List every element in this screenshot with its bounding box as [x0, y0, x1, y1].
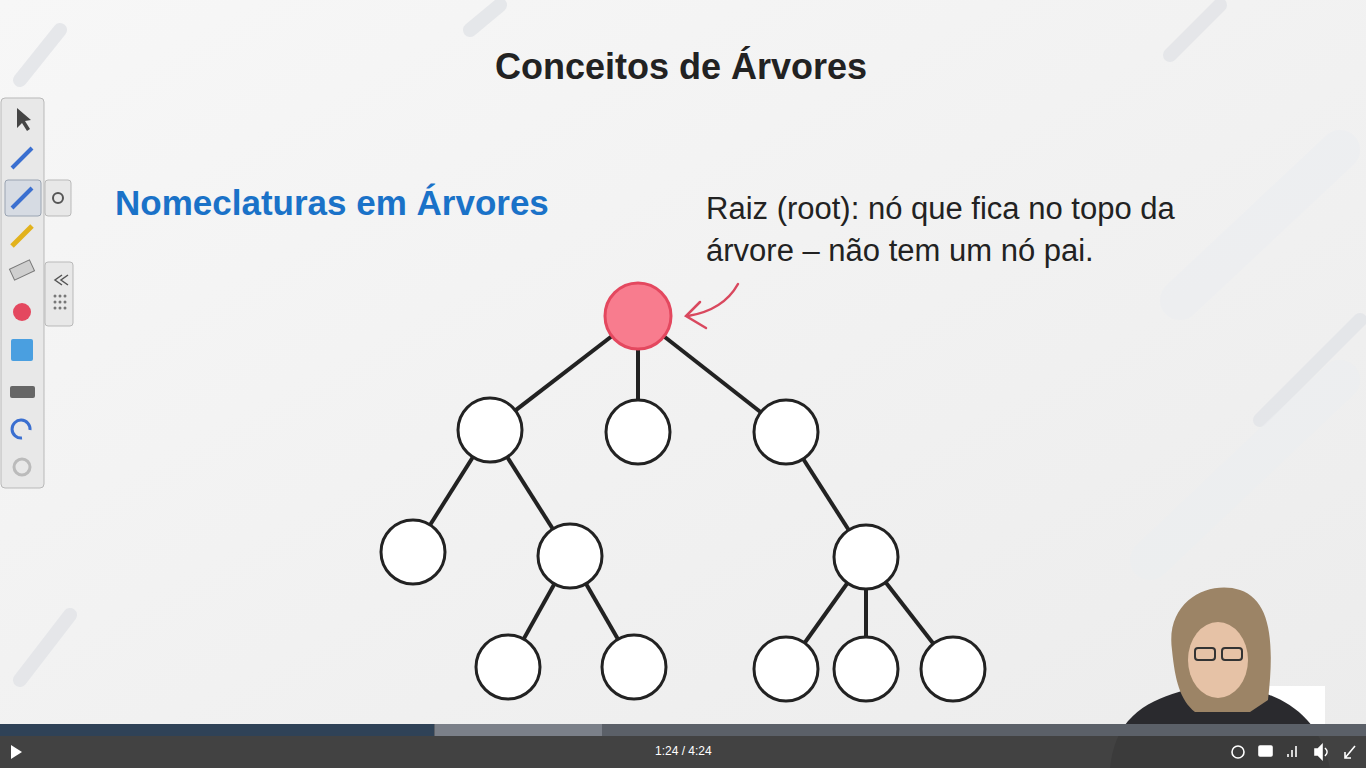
progress-buffer: [435, 724, 602, 736]
definition-note: Raiz (root): nó que fica no topo da árvo…: [706, 188, 1196, 272]
play-icon: [11, 745, 22, 759]
control-bar: [0, 736, 1366, 768]
section-heading: Nomeclaturas em Árvores: [115, 183, 549, 223]
progress-played: [0, 724, 434, 736]
tree-circles: [381, 398, 985, 701]
root-pointer-arrow: [686, 284, 738, 328]
player-icons: [1232, 745, 1355, 759]
progress-track: [0, 724, 1366, 736]
annotation-toolbar: [1, 98, 73, 488]
video-time: 1:24 / 4:24: [655, 744, 712, 758]
tree-branches: [413, 316, 953, 669]
root-circle: [605, 283, 671, 349]
slide-title: Conceitos de Árvores: [495, 46, 867, 88]
